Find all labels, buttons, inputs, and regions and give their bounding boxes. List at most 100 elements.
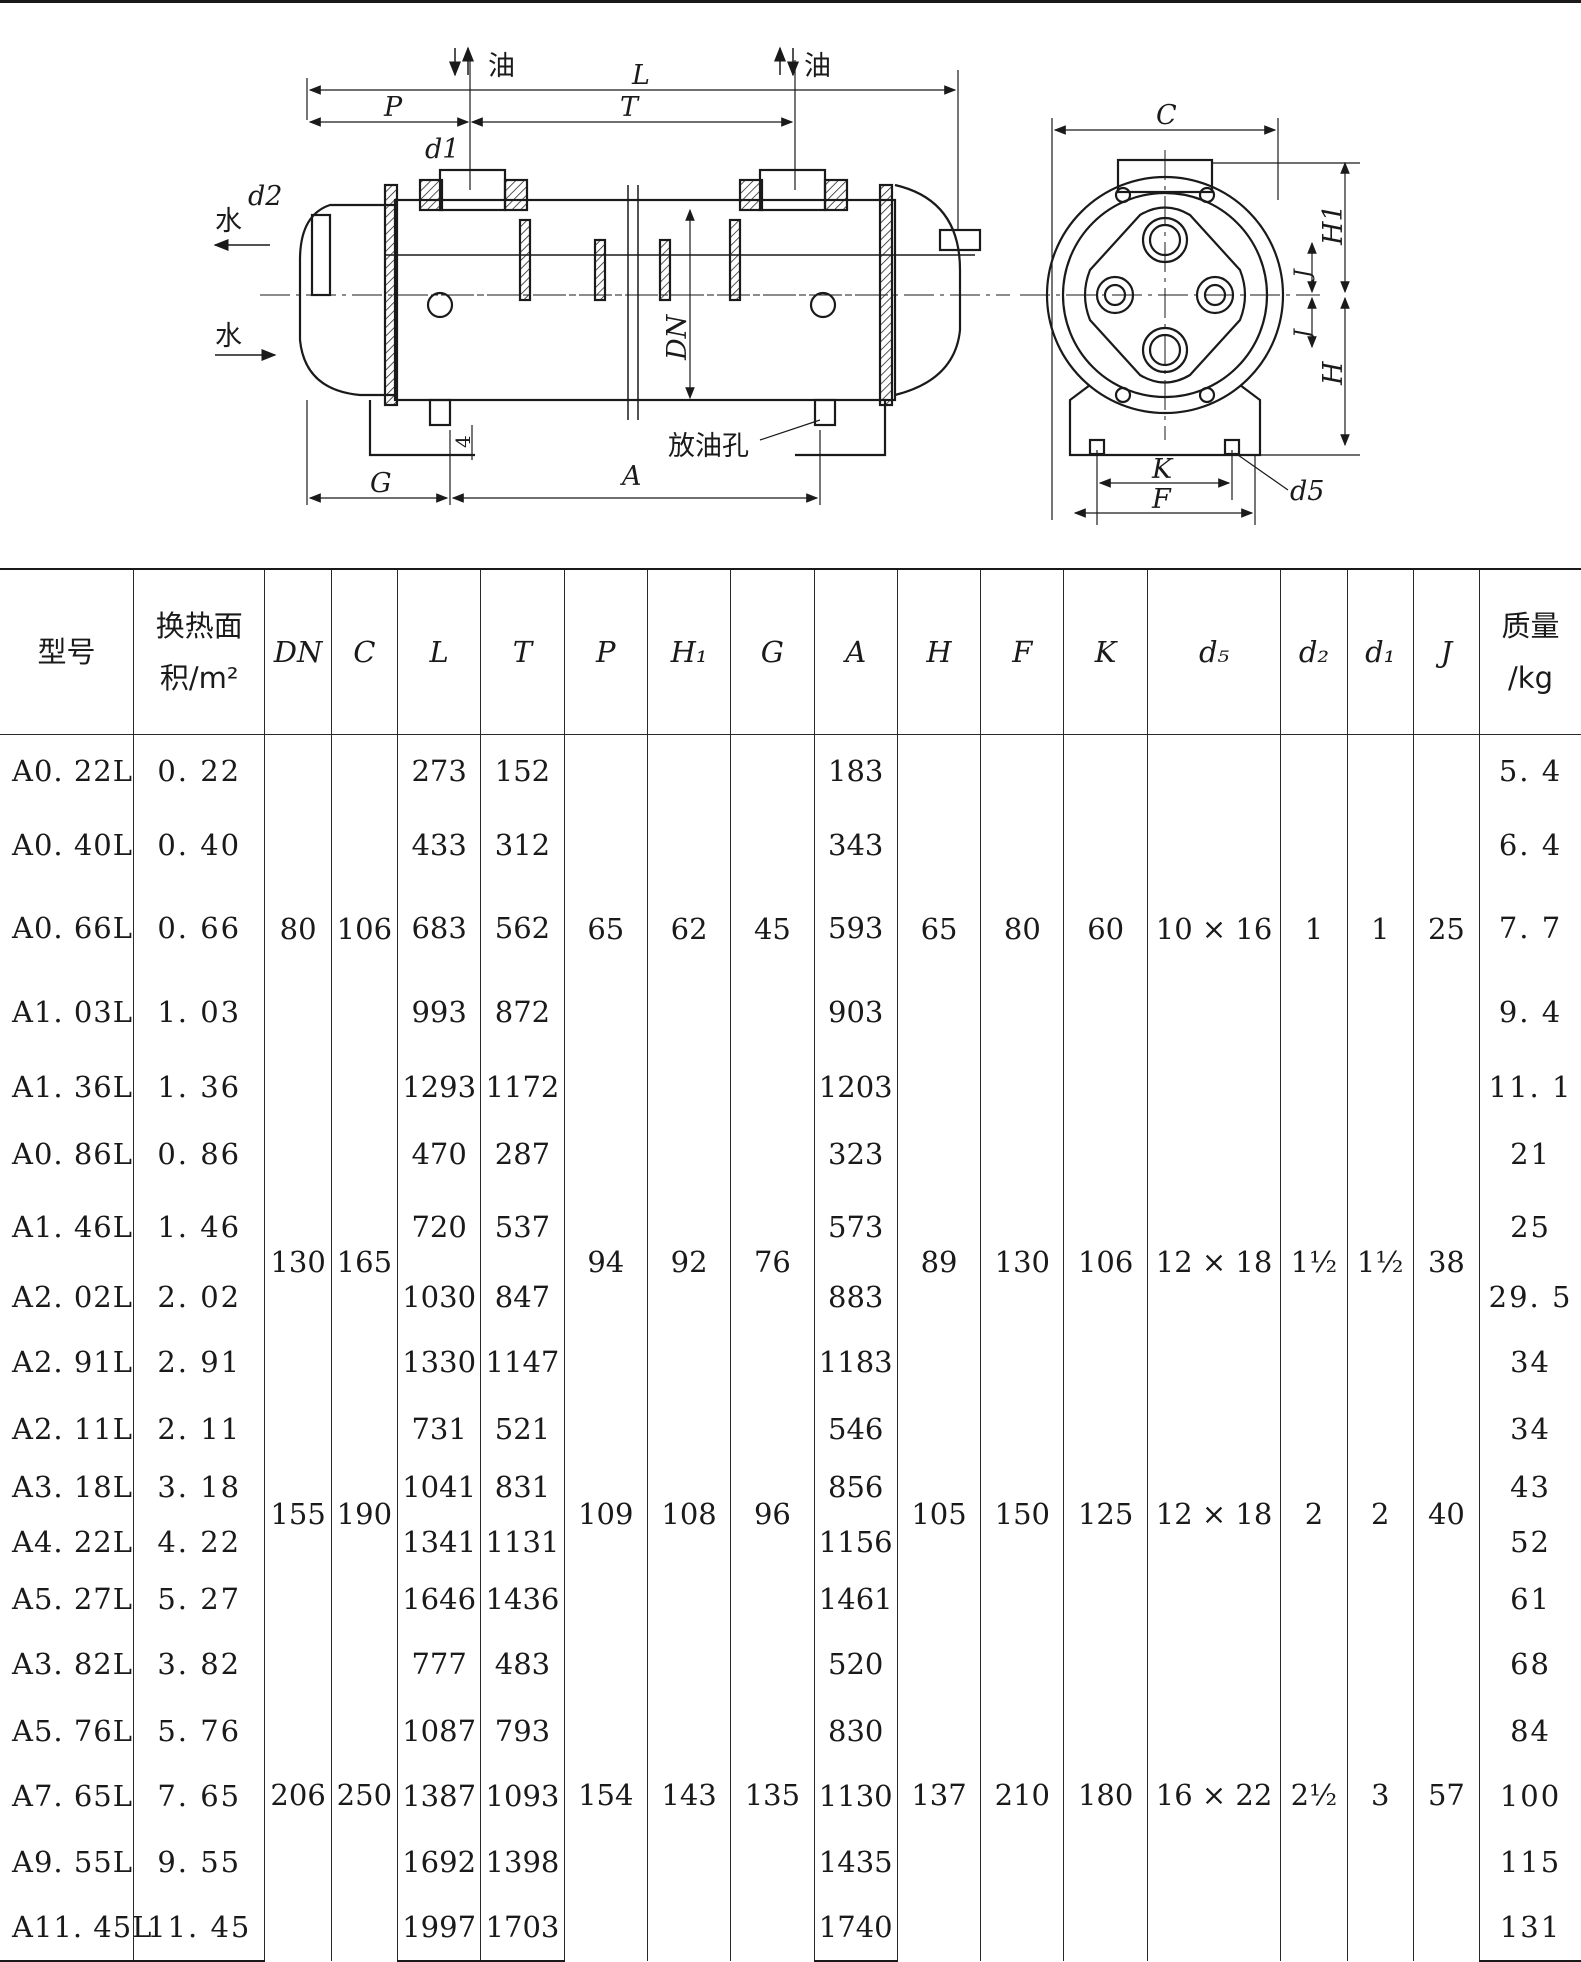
- d5-cell: 12 × 18: [1146, 1124, 1281, 1399]
- a-cell: 573: [813, 1184, 898, 1269]
- model-cell: A0. 86L: [12, 1137, 133, 1171]
- p-cell: 109: [563, 1399, 648, 1629]
- d5-cell: 10 × 16: [1146, 734, 1281, 1124]
- area-cell: 0. 40: [132, 807, 265, 882]
- dim-K: K: [1151, 454, 1174, 485]
- header-cell: 型号: [0, 568, 134, 735]
- header-cell: P: [563, 568, 648, 735]
- mass-cell: 84: [1479, 1699, 1581, 1762]
- j-cell: 38: [1412, 1124, 1480, 1399]
- a-cell: 323: [813, 1124, 898, 1184]
- header-cell: F: [980, 568, 1064, 735]
- header-text: L: [429, 634, 449, 669]
- header-cell: C: [330, 568, 398, 735]
- h-cell: 89: [896, 1124, 981, 1399]
- header-text: C: [353, 634, 376, 669]
- model-cell: A0. 66L: [12, 911, 133, 945]
- model-cell: A1. 03L: [12, 994, 133, 1029]
- l-cell: 1387: [396, 1762, 481, 1830]
- header-text: DN: [273, 634, 323, 669]
- t-cell: 847: [480, 1269, 565, 1324]
- header-cell: T: [480, 568, 565, 735]
- mass-cell: 29. 5: [1479, 1269, 1581, 1324]
- d1-cell: 1½: [1346, 1124, 1414, 1399]
- model-cell: A3. 82L: [12, 1647, 133, 1681]
- water-label-top: 水: [215, 206, 242, 237]
- d1-cell: 1: [1346, 734, 1414, 1124]
- d2-cell: 2: [1280, 1399, 1348, 1629]
- t-cell: 1093: [480, 1762, 565, 1830]
- g-cell: 96: [730, 1399, 815, 1629]
- top-rule: [0, 0, 1581, 3]
- dim-H: H: [1318, 361, 1349, 386]
- l-cell: 273: [396, 734, 481, 807]
- header-cell: G: [730, 568, 815, 735]
- model-cell: A0. 40L: [12, 827, 133, 862]
- a-cell: 1740: [813, 1893, 898, 1962]
- l-cell: 1030: [396, 1269, 481, 1324]
- mass-cell: 6. 4: [1479, 807, 1581, 882]
- f-cell: 150: [980, 1399, 1064, 1629]
- a-cell: 1183: [813, 1324, 898, 1399]
- header-text: d₅: [1198, 634, 1230, 669]
- f-cell: 130: [980, 1124, 1064, 1399]
- dim-C: C: [1156, 100, 1177, 131]
- area-cell: 7. 65: [132, 1762, 265, 1830]
- a-cell: 183: [813, 734, 898, 807]
- header-text: A: [845, 634, 867, 669]
- header-cell: L: [396, 568, 481, 735]
- d1-cell: 2: [1346, 1399, 1414, 1629]
- header-text: 型号: [37, 634, 96, 669]
- drawing-svg: 油 油 水 水 放油孔 L P T d1 d2 DN G A 4 C H1 J …: [213, 46, 1360, 525]
- header-cell: J: [1412, 568, 1480, 735]
- header-text: T: [512, 634, 533, 669]
- c-cell: 106: [330, 734, 398, 1124]
- d2-cell: 2½: [1280, 1629, 1348, 1961]
- c-cell: 165: [330, 1124, 398, 1399]
- l-cell: 1997: [396, 1893, 481, 1962]
- header-text: 质量: [1501, 608, 1560, 643]
- t-cell: 483: [480, 1629, 565, 1699]
- t-cell: 1172: [480, 1049, 565, 1124]
- h1-cell: 92: [646, 1124, 731, 1399]
- dim-A: A: [619, 461, 642, 492]
- dn-cell: 206: [264, 1629, 332, 1961]
- d1-cell: 3: [1346, 1629, 1414, 1961]
- mass-cell: 115: [1479, 1830, 1581, 1893]
- header-cell: K: [1063, 568, 1148, 735]
- t-cell: 1703: [480, 1893, 565, 1962]
- p-cell: 94: [563, 1124, 648, 1399]
- area-cell: 0. 22: [132, 734, 265, 807]
- area-cell: 2. 02: [132, 1269, 265, 1324]
- l-cell: 1087: [396, 1699, 481, 1762]
- h1-cell: 108: [646, 1399, 731, 1629]
- header-text: K: [1094, 634, 1117, 669]
- dim-J-top: J: [1291, 268, 1316, 282]
- h-cell: 105: [896, 1399, 981, 1629]
- header-cell: d₁: [1346, 568, 1414, 735]
- model-cell: A5. 76L: [12, 1713, 133, 1748]
- mass-cell: 34: [1479, 1399, 1581, 1459]
- header-cell: H: [896, 568, 981, 735]
- water-label-bottom: 水: [215, 321, 242, 352]
- h1-cell: 62: [646, 734, 731, 1124]
- model-cell: A11. 45L: [0, 1893, 151, 1962]
- model-cell: A9. 55L: [12, 1844, 133, 1879]
- dim-DN: DN: [662, 313, 693, 361]
- t-cell: 152: [480, 734, 565, 807]
- model-cell: A3. 18L: [12, 1469, 133, 1504]
- a-cell: 343: [813, 807, 898, 882]
- t-cell: 1398: [480, 1830, 565, 1893]
- l-cell: 683: [396, 882, 481, 974]
- mass-cell: 11. 1: [1479, 1049, 1581, 1124]
- t-cell: 872: [480, 974, 565, 1049]
